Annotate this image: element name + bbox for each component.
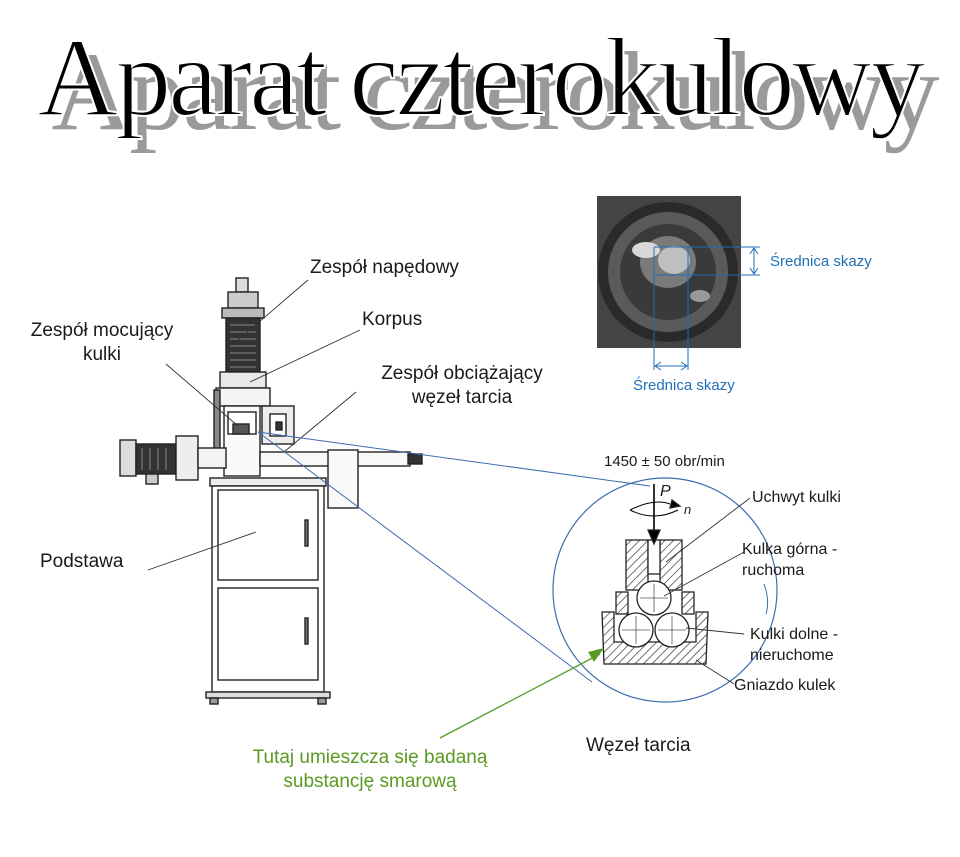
title-shadow: Aparat czterokulowy [51, 30, 939, 154]
label-ball-holder: Uchwyt kulki [752, 489, 841, 506]
label-force: P [660, 483, 671, 500]
label-ball-nest: Gniazdo kulek [734, 677, 836, 694]
label-scar-diameter-bottom: Średnica skazy [633, 377, 735, 394]
label-drive-unit: Zespół napędowy [310, 257, 459, 278]
label-friction-node: Węzeł tarcia [586, 735, 691, 756]
page-title: Aparat czterokulowy [36, 16, 926, 140]
label-scar-diameter-right: Średnica skazy [770, 253, 872, 270]
label-rotation: n [684, 502, 692, 517]
label-upper-ball: Kulka górna - ruchoma [742, 541, 838, 579]
label-corpus: Korpus [362, 309, 423, 330]
label-lubricant: Tutaj umieszcza się badaną substancję sm… [252, 747, 488, 792]
label-speed: 1450 ± 50 obr/min [604, 453, 725, 470]
detail-leaders [663, 497, 751, 685]
machine-illustration [119, 277, 423, 705]
lubricant-arrow [439, 648, 604, 739]
detail-circle [552, 477, 778, 703]
label-load-unit: Zespół obciążający węzeł tarcia [381, 363, 543, 408]
zoom-lines [257, 431, 651, 683]
label-lower-balls: Kulki dolne - nieruchome [750, 626, 839, 664]
scar-dimensions [653, 246, 760, 371]
label-base: Podstawa [40, 551, 124, 572]
label-ball-clamp: Zespół mocujący kulki [30, 320, 174, 365]
friction-node-drawing [601, 484, 709, 665]
leader-lines [147, 279, 361, 571]
wear-scar-photo [597, 196, 741, 348]
